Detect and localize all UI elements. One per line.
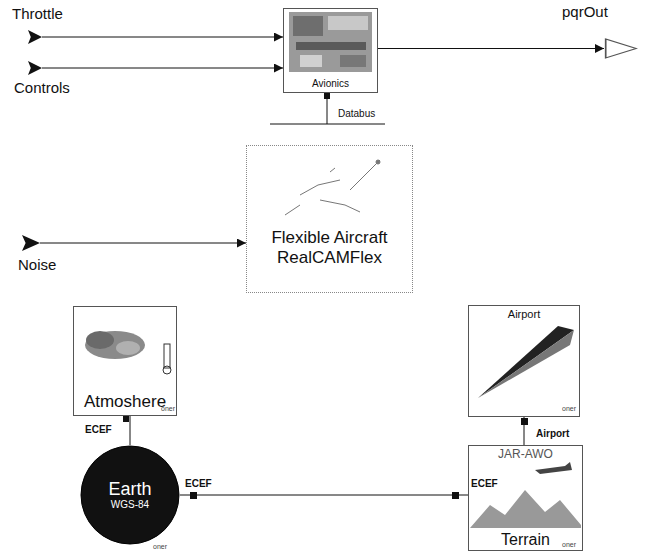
signal-line [130, 416, 131, 445]
block-label: JAR-AWO [498, 448, 553, 461]
databus-wire [270, 93, 385, 124]
port-name: Airport [535, 428, 570, 439]
block-box: Avionics [283, 8, 378, 93]
aircraft-sketch [285, 160, 380, 215]
port-label: Noise [18, 257, 56, 274]
owner-note: oner [561, 405, 577, 413]
block-box: Flexible Aircraft RealCAMFlex [246, 145, 413, 293]
port-name: ECEF [84, 424, 113, 435]
block-label: Avionics [312, 78, 349, 89]
owner-note: oner [152, 543, 168, 551]
signal-line [40, 243, 246, 244]
block-label: Terrain [501, 531, 550, 549]
block-box: Atmoshere [73, 306, 177, 416]
block-label: Flexible Aircraft RealCAMFlex [252, 228, 407, 269]
block-label: Earth [108, 480, 151, 500]
signal-line [42, 37, 283, 38]
signal-line [180, 495, 468, 496]
block-label: Atmoshere [84, 393, 166, 412]
terrain-picture [470, 462, 581, 528]
outport-triangle: pqrOut [604, 38, 638, 59]
atmosphere-icon [85, 331, 171, 374]
inport-triangle: Throttle [28, 30, 42, 44]
port-label: Controls [14, 80, 70, 97]
block-label: WGS-84 [111, 499, 149, 510]
port-label: Throttle [12, 6, 63, 23]
port-name: ECEF [184, 478, 213, 489]
port-name: Databus [337, 108, 376, 119]
port-label: pqrOut [562, 4, 608, 21]
port-shape [28, 30, 42, 44]
avionics-picture [289, 12, 372, 72]
runway-picture [478, 326, 574, 398]
owner-note: oner [160, 405, 176, 413]
port-shape [22, 235, 40, 251]
port-shape [28, 61, 42, 75]
block-box: JAR-AWO Terrain [468, 445, 583, 551]
owner-note: oner [561, 541, 577, 549]
signal-line [378, 48, 604, 49]
port-shape [604, 38, 638, 59]
signal-line [42, 68, 283, 69]
port-name: ECEF [470, 478, 499, 489]
inport-triangle: Noise [22, 235, 40, 251]
earth-circle: EarthWGS-84 [80, 445, 180, 545]
block-label: Airport [508, 308, 540, 320]
block-box: Airport [468, 305, 580, 417]
inport-triangle: Controls [28, 61, 42, 75]
